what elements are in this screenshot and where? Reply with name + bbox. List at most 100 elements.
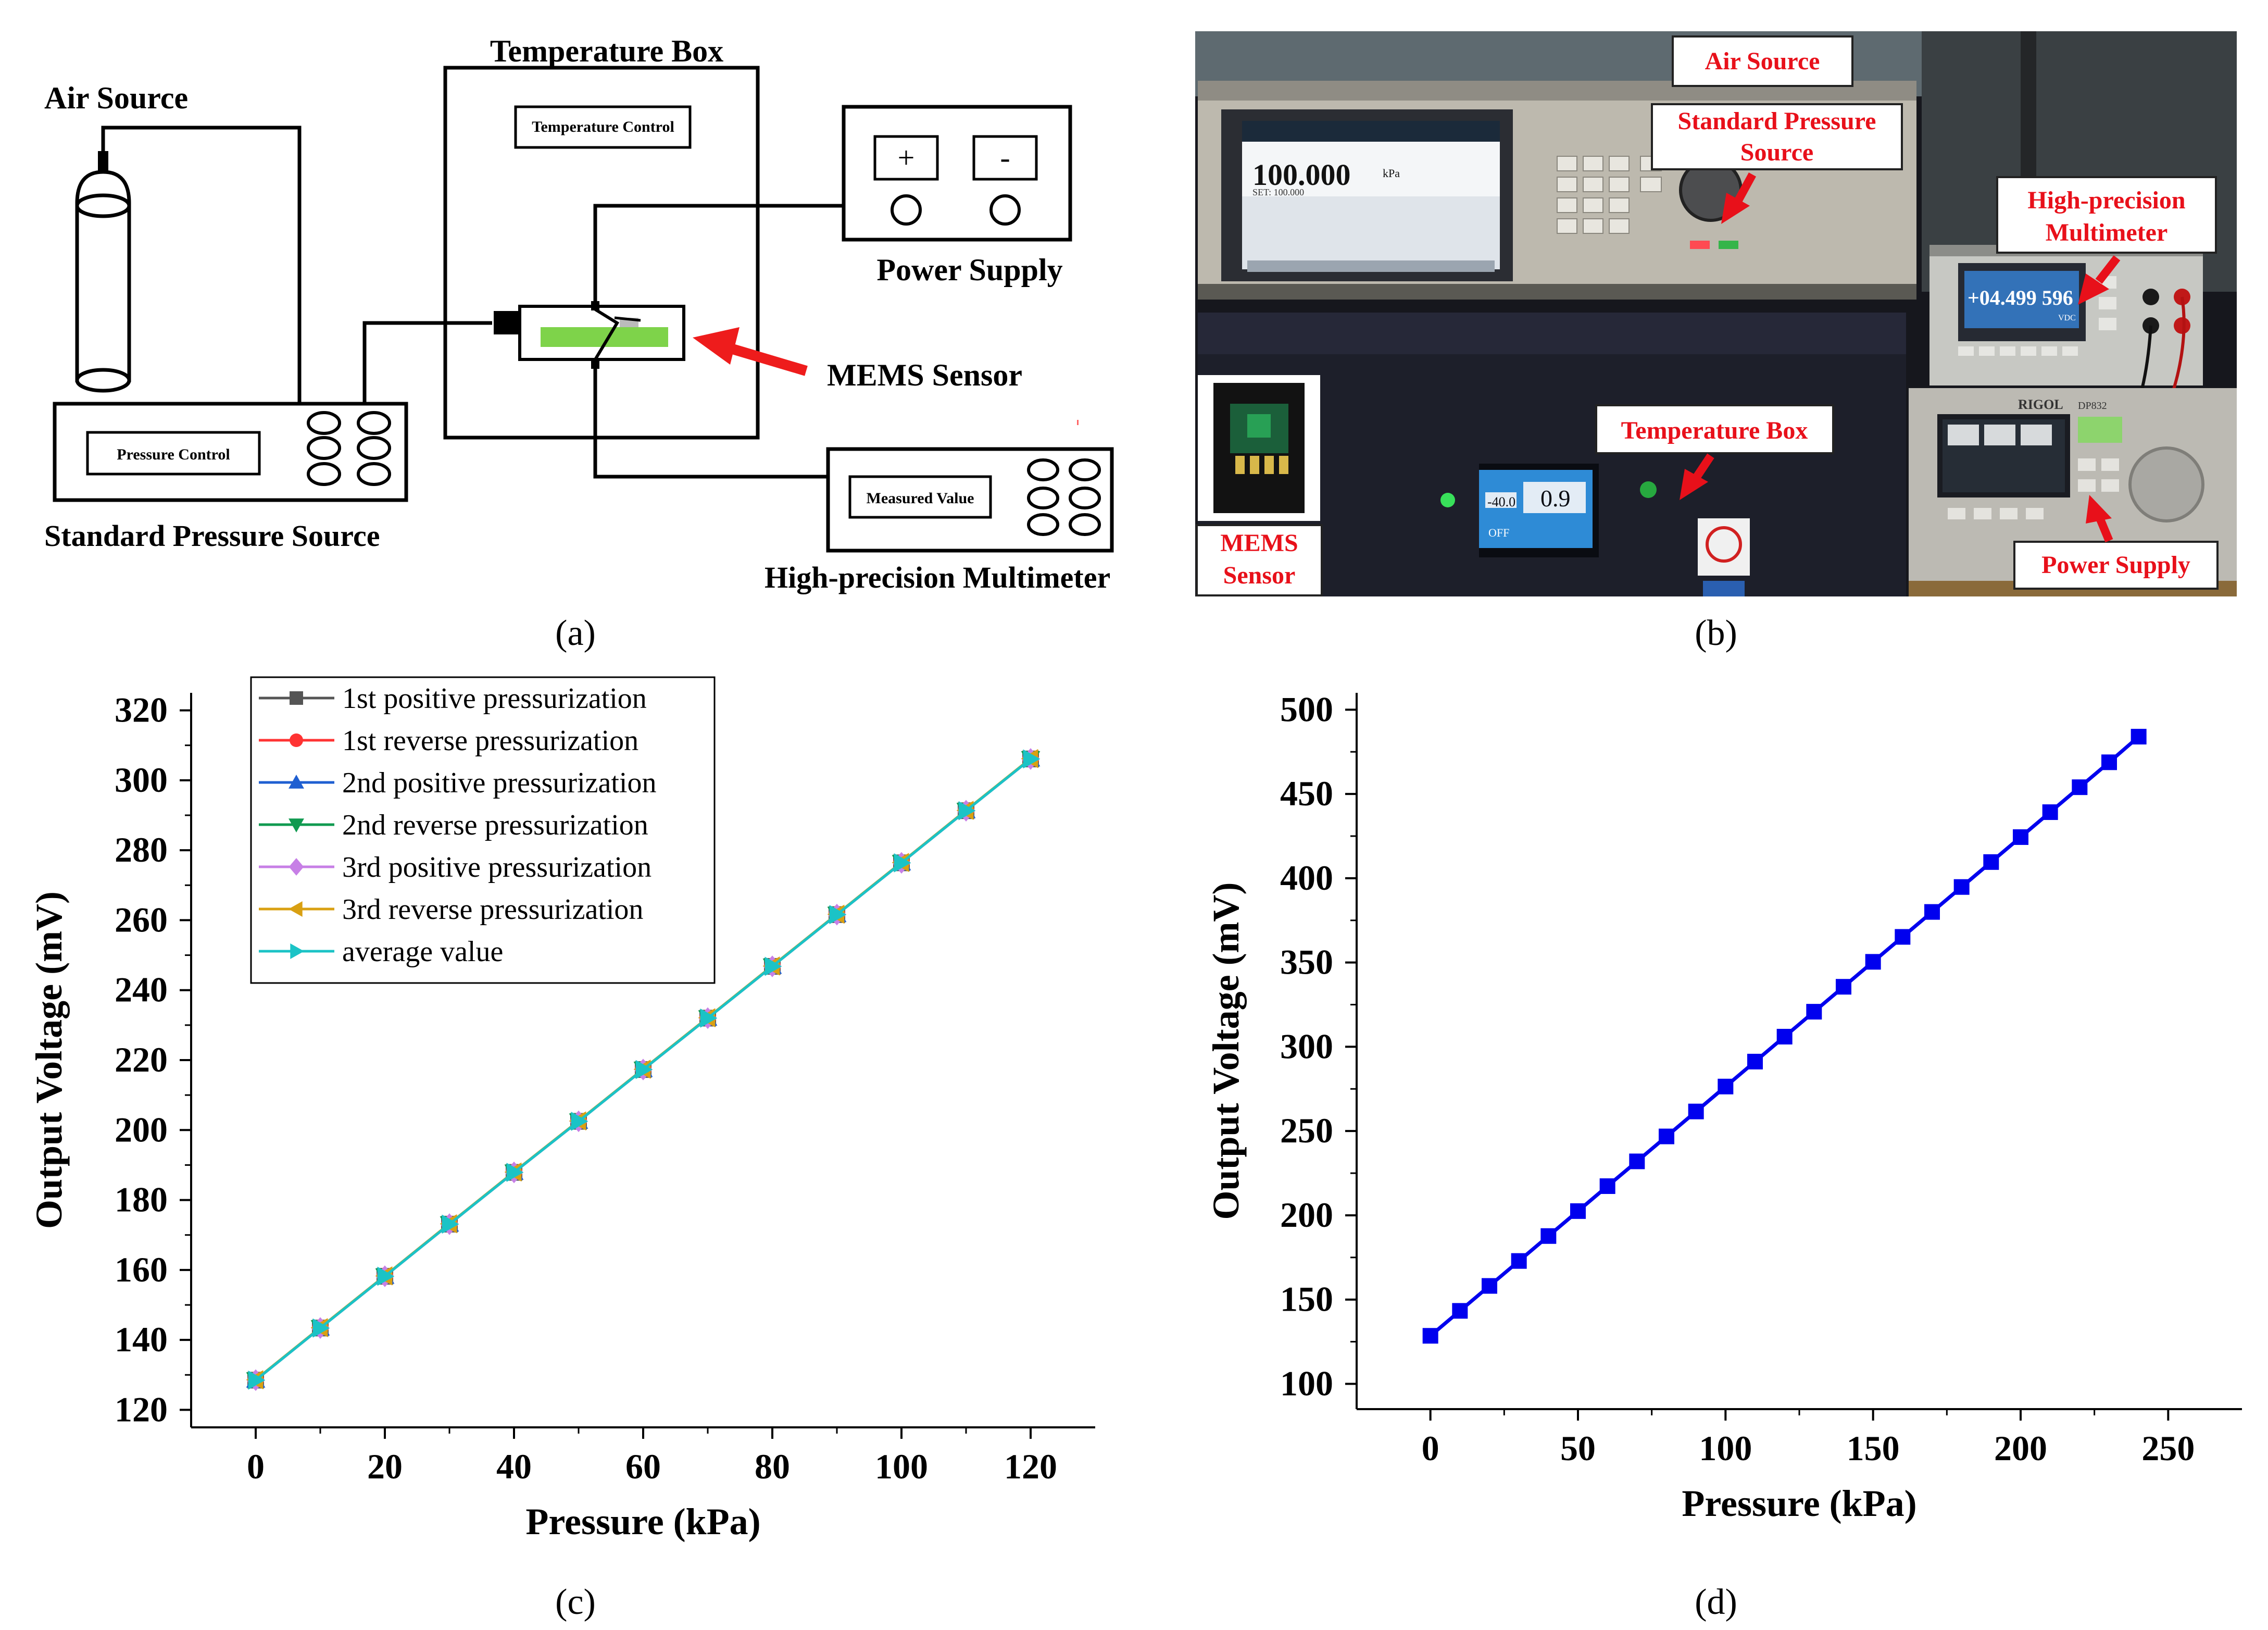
data-point <box>1540 1228 1557 1244</box>
legend-item: 3rd reverse pressurization <box>259 893 643 926</box>
y-tick-label: 300 <box>1280 1026 1333 1066</box>
x-tick-label: 200 <box>1994 1428 2047 1468</box>
legend-label: average value <box>342 936 503 968</box>
photo-label-mems-1: MEMS <box>1220 529 1298 557</box>
data-point <box>958 801 976 820</box>
lab-photo-panel: 100.000 kPa SET: 100.000 -40.0 0.9 OFF <box>1195 31 2237 596</box>
x-tick-label: 0 <box>247 1447 265 1486</box>
data-point <box>1865 954 1881 970</box>
legend-label: 2nd positive pressurization <box>342 767 656 799</box>
pressure-source-knobs <box>307 411 391 486</box>
x-tick-label: 20 <box>367 1447 403 1486</box>
temperature-control-label: Temperature Control <box>532 118 674 135</box>
y-tick-label: 160 <box>115 1250 168 1289</box>
y-tick-label: 240 <box>115 970 168 1010</box>
y-tick-label: 260 <box>115 900 168 939</box>
x-tick-label: 100 <box>875 1447 928 1486</box>
x-tick-label: 60 <box>625 1447 661 1486</box>
y-tick-label: 180 <box>115 1180 168 1220</box>
data-point <box>1629 1153 1645 1169</box>
data-point <box>1836 979 1851 995</box>
y-tick-label: 200 <box>1280 1195 1333 1235</box>
psu-knob <box>2128 446 2204 522</box>
multimeter-buttons <box>1958 276 2116 356</box>
temperature-readout-1: -40.0 <box>1487 494 1515 509</box>
panel-label-c: (c) <box>555 1582 596 1622</box>
data-point <box>248 1370 266 1390</box>
legend-label: 1st reverse pressurization <box>342 725 638 757</box>
series-7 <box>248 749 1041 1390</box>
data-point <box>2101 754 2117 770</box>
data-point <box>1895 929 1911 945</box>
data-point <box>1953 879 1970 895</box>
sensor-connector <box>494 311 520 334</box>
y-tick-label: 120 <box>115 1389 168 1429</box>
data-point <box>1570 1203 1586 1219</box>
x-tick-label: 120 <box>1004 1447 1057 1486</box>
x-tick-label: 100 <box>1699 1428 1752 1468</box>
photo-arrows <box>1680 172 2121 543</box>
legend-marker <box>290 943 304 959</box>
x-axis-label: Pressure (kPa) <box>525 1501 760 1542</box>
data-point <box>312 1318 330 1338</box>
panel-label-d: (d) <box>1695 1582 1737 1622</box>
minus-terminal <box>972 135 1038 181</box>
measured-value-label: Measured Value <box>867 490 974 507</box>
data-point <box>2013 829 2028 845</box>
panel-label-a: (a) <box>555 613 596 653</box>
mems-sensor-in-box <box>494 301 685 369</box>
legend-marker <box>289 775 304 789</box>
data-point <box>2042 804 2058 820</box>
mems-arrow <box>693 327 808 376</box>
y-tick-label: 280 <box>115 830 168 869</box>
legend-marker <box>289 818 304 832</box>
temperature-off: OFF <box>1488 526 1509 539</box>
plus-sign: + <box>898 141 915 175</box>
standard-pressure-source-label: Standard Pressure Source <box>44 519 380 553</box>
y-axis-label: Output Voltage (mV) <box>28 891 70 1229</box>
multimeter-label: High-precision Multimeter <box>765 561 1110 594</box>
multimeter-readout: +04.499 596 <box>1968 286 2073 309</box>
legend-marker <box>289 901 303 917</box>
y-tick-label: 450 <box>1280 774 1333 813</box>
x-tick-label: 250 <box>2141 1428 2195 1468</box>
air-line <box>101 126 302 404</box>
legend-item: 3rd positive pressurization <box>259 851 651 884</box>
x-tick-label: 80 <box>755 1447 790 1486</box>
legend-item: 2nd reverse pressurization <box>259 809 648 841</box>
data-point <box>1806 1004 1822 1020</box>
y-tick-label: 100 <box>1280 1363 1333 1403</box>
y-tick-label: 320 <box>115 690 168 730</box>
temperature-control-display <box>514 105 692 149</box>
data-point <box>377 1266 395 1286</box>
data-point <box>1659 1128 1674 1144</box>
y-tick-label: 300 <box>115 760 168 800</box>
x-tick-label: 50 <box>1560 1428 1596 1468</box>
photo-label-standard-pressure-2: Source <box>1740 139 1813 166</box>
legend-frame <box>250 676 716 984</box>
power-supply-label: Power Supply <box>876 253 1062 287</box>
psu-model: DP832 <box>2078 400 2107 412</box>
legend-item: 2nd positive pressurization <box>259 767 656 799</box>
data-point <box>506 1163 524 1182</box>
psu-buttons <box>1948 458 2119 519</box>
multimeter-screen <box>1964 271 2079 328</box>
data-point <box>765 956 782 976</box>
y-tick-label: 200 <box>115 1110 168 1149</box>
pressure-subtext: SET: 100.000 <box>1252 187 1304 197</box>
legend-marker <box>290 733 303 747</box>
legend-marker <box>289 858 304 876</box>
data-point <box>1718 1078 1734 1094</box>
pressure-control-label: Pressure Control <box>117 446 230 463</box>
multimeter-unit: VDC <box>2058 314 2076 322</box>
data-point <box>1776 1029 1793 1044</box>
data-point <box>635 1060 653 1079</box>
photo-label-mems-2: Sensor <box>1223 562 1296 589</box>
legend-marker <box>290 691 303 705</box>
minus-sign: - <box>1000 141 1010 175</box>
legend-label: 2nd reverse pressurization <box>342 809 648 841</box>
psu-brand: RIGOL <box>2018 397 2063 412</box>
multimeter-line <box>593 365 828 479</box>
legend-item: 1st reverse pressurization <box>259 725 638 757</box>
